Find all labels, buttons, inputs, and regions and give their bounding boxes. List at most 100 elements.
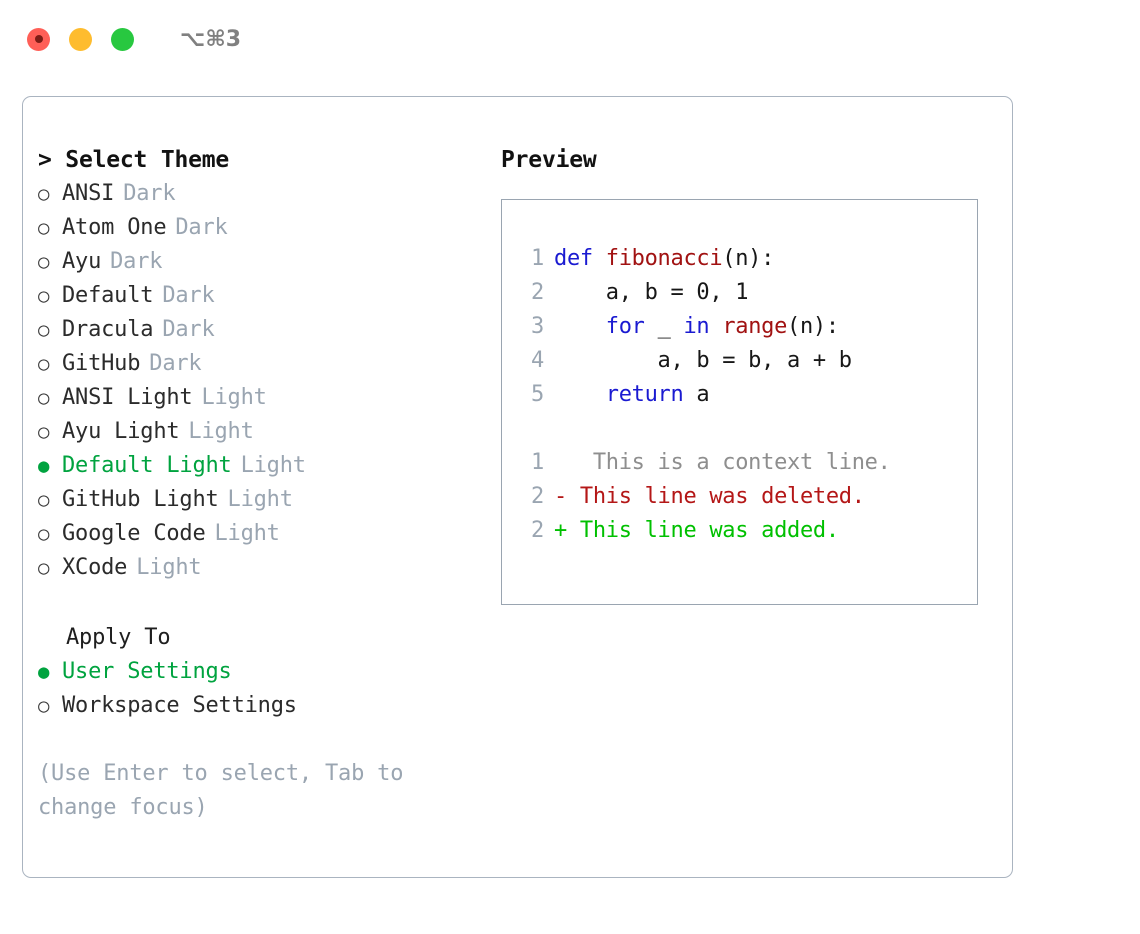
code-token: return [605,382,684,407]
theme-list-item[interactable]: ○ ANSI Dark [38,177,498,211]
theme-category-badge: Dark [175,215,228,240]
radio-unselected-icon: ○ [38,489,50,511]
close-window-button[interactable] [27,27,50,51]
theme-category-badge: Dark [110,249,163,274]
code-text: def fibonacci(n): [554,242,774,276]
code-token: for [605,314,645,339]
theme-list-item[interactable]: ○ Dracula Dark [38,313,498,347]
line-number: 3 [531,314,544,339]
theme-name: ANSI [62,181,115,206]
code-token [554,314,606,339]
code-blank-line [516,412,891,446]
theme-list-item[interactable]: ○ XCode Light [38,551,498,585]
theme-category-badge: Light [136,555,202,580]
theme-name: GitHub Light [62,487,219,512]
theme-name: Atom One [62,215,167,240]
title-bar: ⌥⌘3 [0,0,1140,78]
theme-list-item[interactable]: ○ GitHub Dark [38,347,498,381]
radio-selected-icon: ● [38,455,50,477]
apply-to-label: Apply To [66,625,171,650]
theme-category-badge: Dark [149,351,202,376]
code-token: in [683,314,723,339]
theme-category-badge: Light [214,521,280,546]
theme-category-badge: Dark [162,283,215,308]
diff-text: This is a context line. [554,450,891,475]
line-number: 2 [531,484,544,509]
diff-line: 2+ This line was added. [516,514,891,548]
theme-name: ANSI Light [62,385,193,410]
minimize-window-button[interactable] [69,27,92,51]
radio-unselected-icon: ○ [38,353,50,375]
theme-category-badge: Light [188,419,254,444]
line-number: 1 [531,450,544,475]
theme-list-item[interactable]: ○ Default Dark [38,279,498,313]
theme-name: Dracula [62,317,154,342]
line-number: 5 [531,382,544,407]
code-line: 4 a, b = b, a + b [516,344,891,378]
theme-name: Ayu Light [62,419,180,444]
code-token [554,382,606,407]
theme-list-item[interactable]: ○ Atom One Dark [38,211,498,245]
diff-text: - This line was deleted. [554,484,865,509]
maximize-window-button[interactable] [111,27,134,51]
theme-category-badge: Light [240,453,306,478]
radio-unselected-icon: ○ [38,251,50,273]
code-token: (n): [787,314,839,339]
theme-category-badge: Dark [123,181,176,206]
theme-category-badge: Light [227,487,293,512]
radio-unselected-icon: ○ [38,319,50,341]
code-token: a, b = 0, 1 [554,280,749,305]
theme-category-badge: Dark [162,317,215,342]
radio-unselected-icon: ○ [38,421,50,443]
theme-list-item[interactable]: ○ GitHub Light Light [38,483,498,517]
line-number: 2 [531,280,544,305]
close-icon [34,35,43,43]
theme-name: Default [62,283,154,308]
theme-list-item[interactable]: ○ Google Code Light [38,517,498,551]
theme-name: GitHub [62,351,141,376]
code-token: def [554,246,606,271]
code-token: (n): [722,246,775,271]
theme-list-item[interactable]: ○ Ayu Light Light [38,415,498,449]
theme-name: XCode [62,555,128,580]
radio-unselected-icon: ○ [38,217,50,239]
theme-name: Google Code [62,521,206,546]
theme-name: Default Light [62,453,232,478]
apply-to-option[interactable]: ●User Settings [38,655,498,689]
code-token: range [722,314,788,339]
code-line: 5 return a [516,378,891,412]
code-text: return a [554,378,710,412]
preview-heading: Preview [501,147,597,173]
code-token: a, b = b, a + b [554,348,853,373]
radio-unselected-icon: ○ [38,183,50,205]
line-number: 4 [531,348,544,373]
theme-list-item[interactable]: ● Default Light Light [38,449,498,483]
code-text: a, b = b, a + b [554,344,853,378]
radio-unselected-icon: ○ [38,285,50,307]
apply-to-option-label: User Settings [62,659,232,684]
code-token: _ [644,314,684,339]
theme-list-item[interactable]: ○ ANSI Light Light [38,381,498,415]
radio-unselected-icon: ○ [38,523,50,545]
select-theme-prompt: > Select Theme [38,147,230,173]
code-text: for _ in range(n): [554,310,839,344]
apply-to-option-label: Workspace Settings [62,693,297,718]
radio-unselected-icon: ○ [38,695,50,717]
apply-to-list[interactable]: ●User Settings ○ Workspace Settings [38,655,498,723]
apply-to-option[interactable]: ○ Workspace Settings [38,689,498,723]
theme-name: Ayu [62,249,102,274]
diff-text: + This line was added. [554,518,839,543]
radio-unselected-icon: ○ [38,387,50,409]
theme-list-item[interactable]: ○ Ayu Dark [38,245,498,279]
code-line: 3 for _ in range(n): [516,310,891,344]
theme-category-badge: Light [201,385,267,410]
code-token: a [683,382,710,407]
radio-unselected-icon: ○ [38,557,50,579]
